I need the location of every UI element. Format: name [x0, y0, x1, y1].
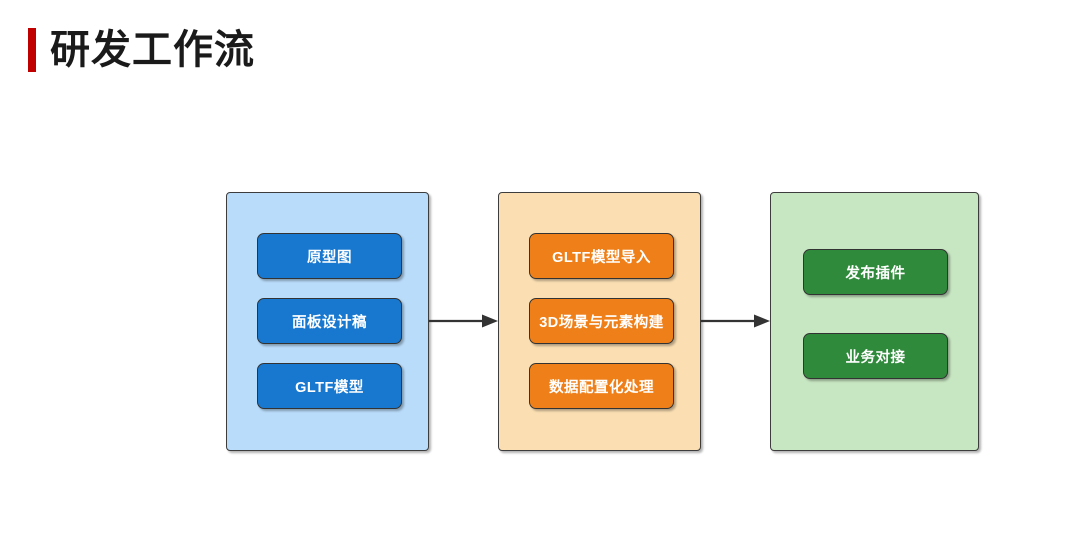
- card-prototype[interactable]: 原型图: [257, 233, 402, 279]
- stage-release-cards: 发布插件 业务对接: [771, 193, 978, 450]
- card-publish-plugin[interactable]: 发布插件: [803, 249, 948, 295]
- title-accent-bar: [28, 28, 36, 72]
- stage-build-cards: GLTF模型导入 3D场景与元素构建 数据配置化处理: [499, 193, 700, 450]
- stage-design-group[interactable]: 原型图 面板设计稿 GLTF模型: [226, 192, 429, 451]
- card-gltf-import[interactable]: GLTF模型导入: [529, 233, 674, 279]
- card-scene-construction[interactable]: 3D场景与元素构建: [529, 298, 674, 344]
- connector-arrow-design-to-build: [429, 314, 498, 328]
- page-title: 研发工作流: [28, 22, 255, 78]
- page-title-text: 研发工作流: [50, 28, 255, 72]
- stage-release-group[interactable]: 发布插件 业务对接: [770, 192, 979, 451]
- card-gltf-model[interactable]: GLTF模型: [257, 363, 402, 409]
- connector-arrow-build-to-release: [701, 314, 770, 328]
- stage-build-group[interactable]: GLTF模型导入 3D场景与元素构建 数据配置化处理: [498, 192, 701, 451]
- card-data-configuration[interactable]: 数据配置化处理: [529, 363, 674, 409]
- card-panel-design[interactable]: 面板设计稿: [257, 298, 402, 344]
- card-business-integration[interactable]: 业务对接: [803, 333, 948, 379]
- stage-design-cards: 原型图 面板设计稿 GLTF模型: [227, 193, 428, 450]
